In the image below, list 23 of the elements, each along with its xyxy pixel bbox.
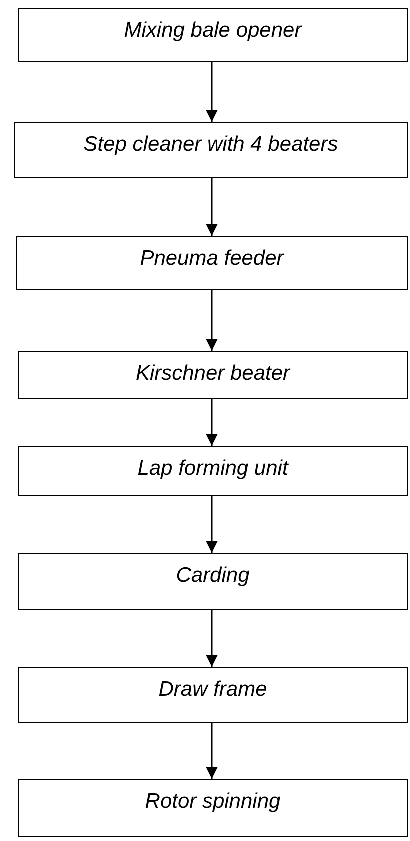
process-box [18, 351, 408, 399]
arrow [206, 399, 218, 446]
arrow [206, 496, 218, 553]
arrow [206, 723, 218, 779]
step-label: Carding [176, 564, 250, 588]
arrow [206, 178, 218, 236]
step-label: Rotor spinning [145, 790, 281, 814]
arrow [206, 62, 218, 122]
process-box [16, 236, 408, 290]
arrow [206, 610, 218, 667]
step-label: Draw frame [158, 678, 268, 702]
step-label: Mixing bale opener [124, 19, 302, 43]
step-label: Step cleaner with 4 beaters [84, 133, 338, 157]
process-box [14, 122, 408, 178]
step-label: Kirschner beater [136, 362, 290, 386]
process-box [18, 8, 408, 62]
step-label: Pneuma feeder [140, 247, 284, 271]
arrow [206, 290, 218, 351]
process-box [18, 667, 408, 723]
process-box [18, 553, 408, 610]
step-label: Lap forming unit [138, 457, 288, 481]
process-box [18, 446, 408, 496]
process-box [18, 779, 408, 837]
